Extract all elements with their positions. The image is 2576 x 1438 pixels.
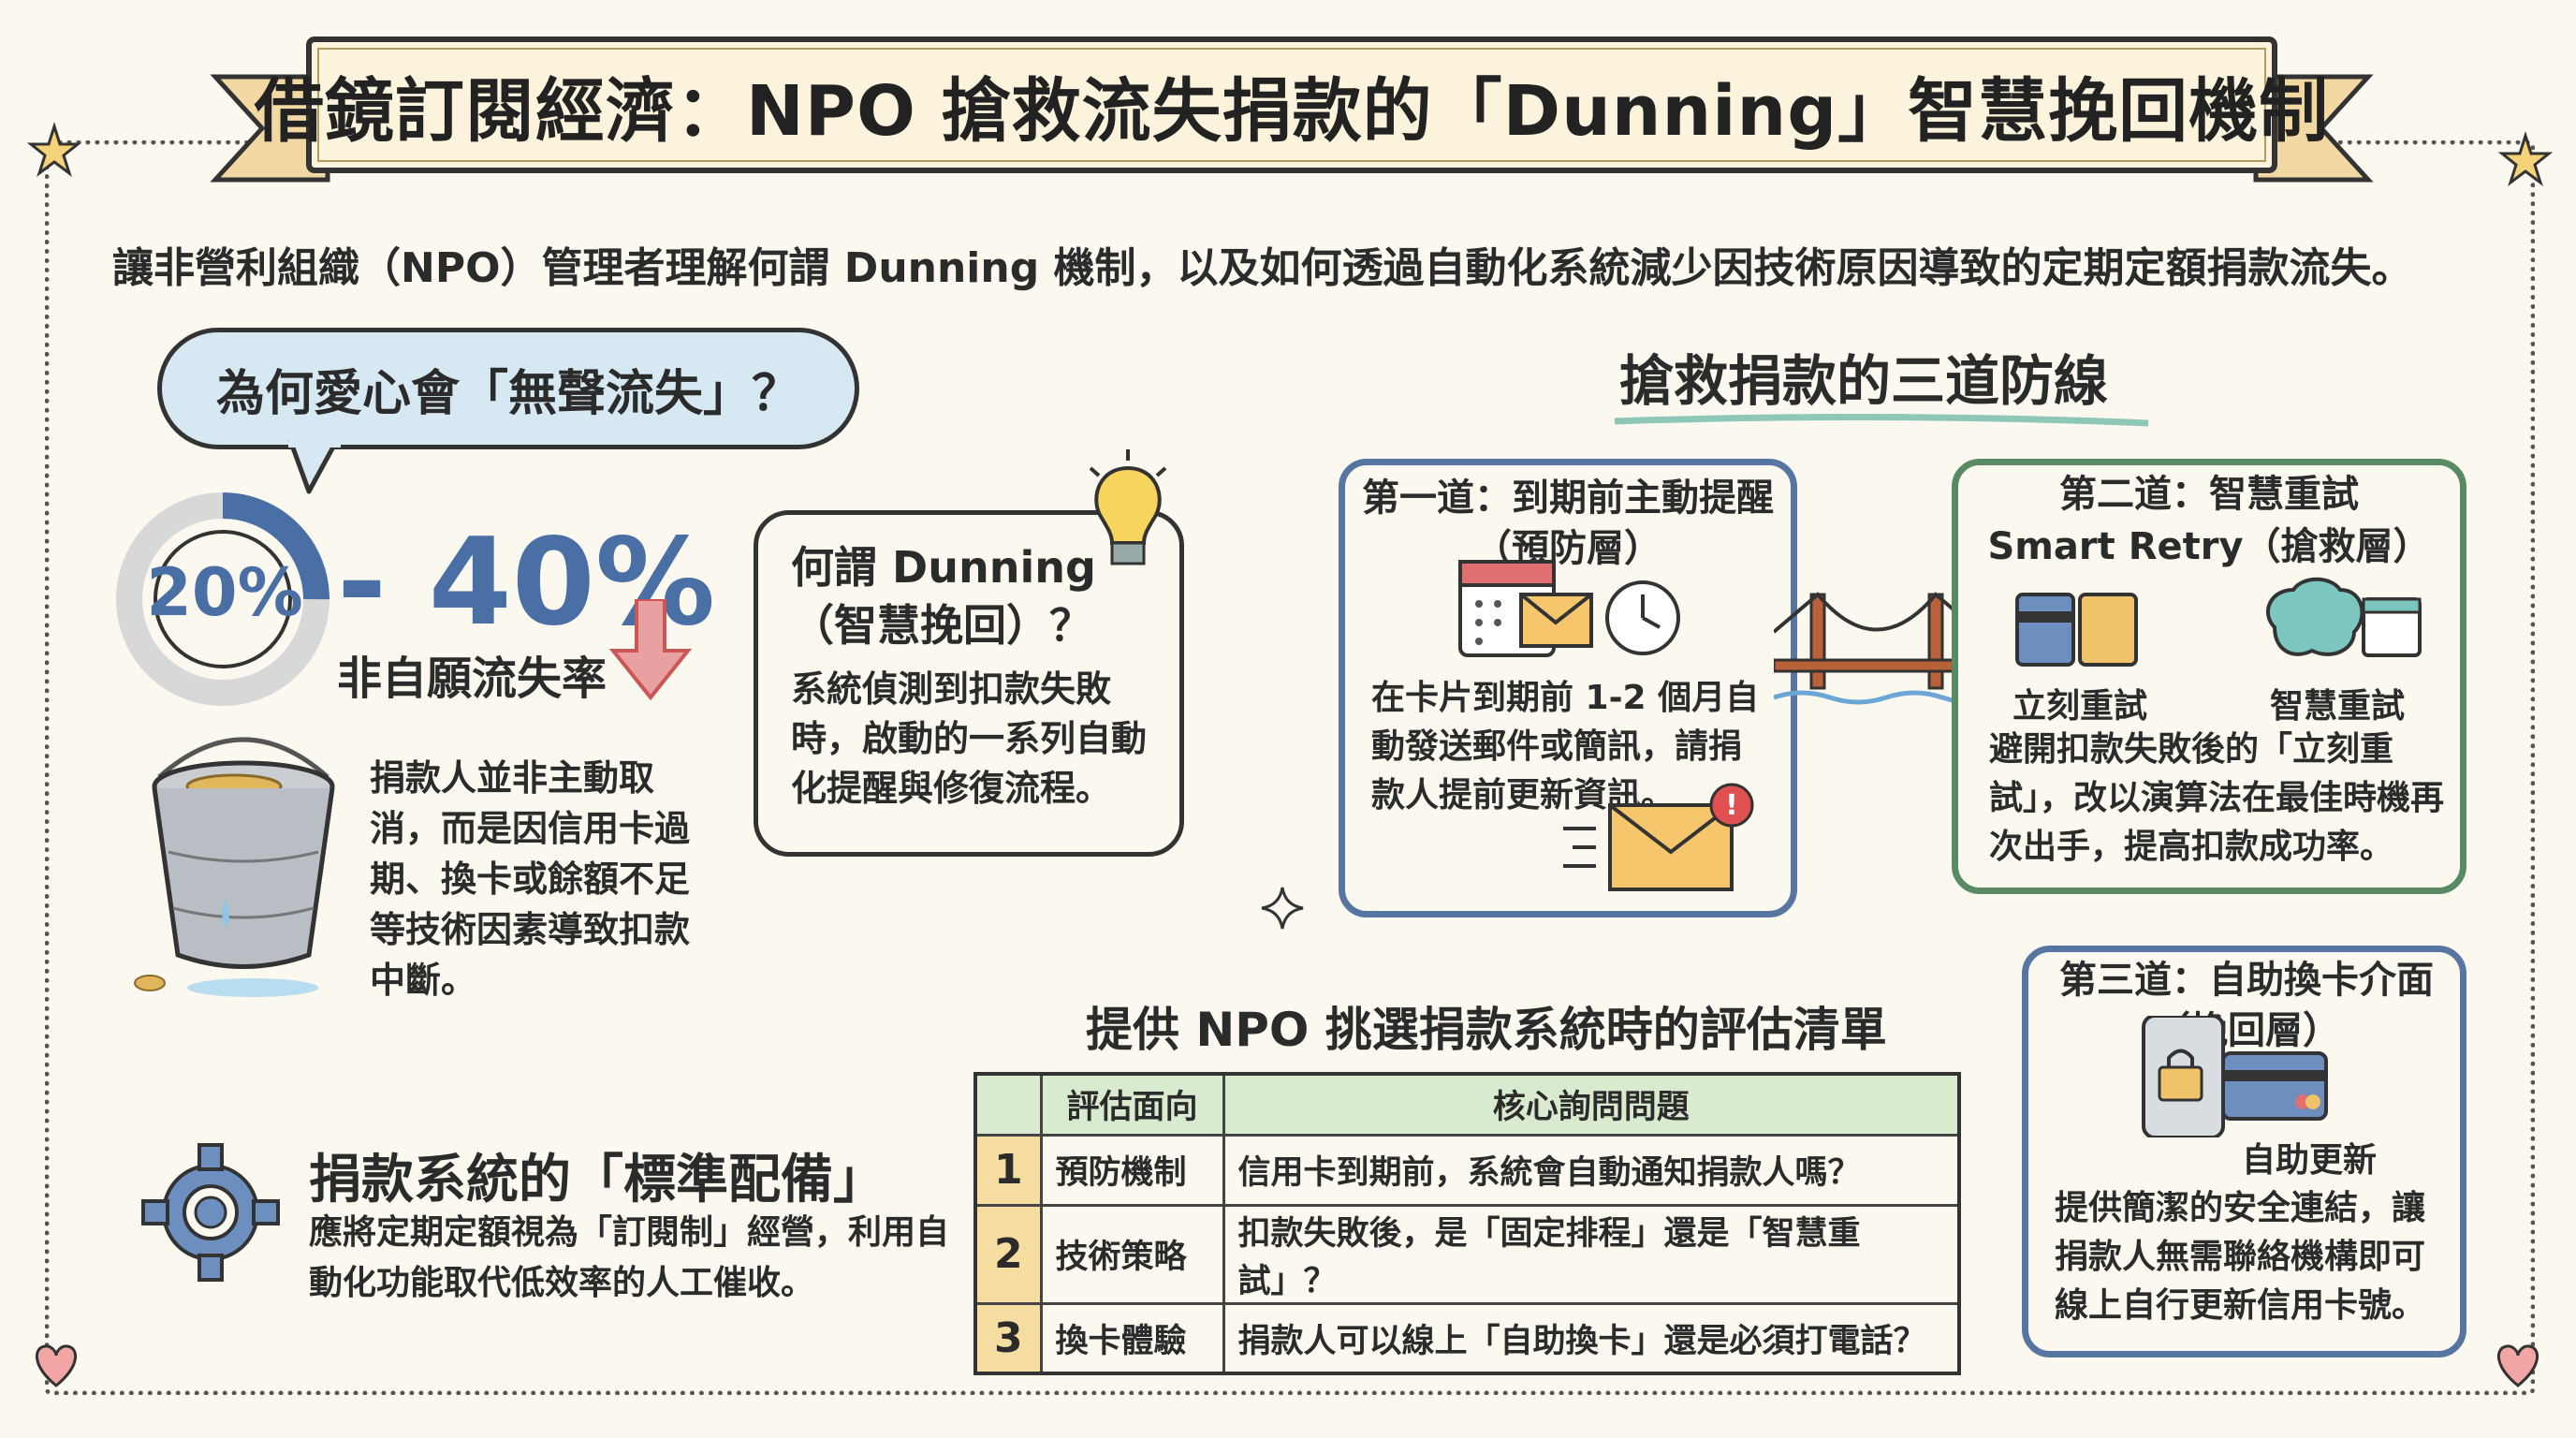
down-arrow-icon — [608, 599, 693, 701]
table-header-row: 評估面向 核心詢問問題 — [973, 1072, 1961, 1137]
table-header-question: 核心詢問問題 — [1222, 1072, 1961, 1137]
dunning-body: 系統偵測到扣款失敗時，啟動的一系列自動化提醒與修復流程。 — [791, 668, 1148, 810]
card3-body: 提供簡潔的安全連結，讓捐款人無需聯絡機構即可線上自行更新信用卡號。 — [2055, 1189, 2426, 1326]
table-header-aspect: 評估面向 — [1039, 1072, 1225, 1137]
defense-card-2 — [1952, 459, 2466, 894]
row-question: 扣款失敗後，是「固定排程」還是「智慧重試」？ — [1222, 1203, 1961, 1305]
card2-title: 第二道：智慧重試 Smart Retry（搶救層） — [1970, 468, 2448, 573]
churn-rate-label: 非自願流失率 — [337, 653, 607, 705]
row-aspect: 換卡體驗 — [1039, 1301, 1225, 1375]
row-question: 捐款人可以線上「自助換卡」還是必須打電話？ — [1222, 1301, 1961, 1375]
table-row: 3 換卡體驗 捐款人可以線上「自助換卡」還是必須打電話？ — [973, 1301, 1961, 1375]
checklist-title: 提供 NPO 挑選捐款系統時的評估清單 — [1086, 1003, 1887, 1057]
why-title: 為何愛心會「無聲流失」？ — [215, 365, 800, 422]
card2-body: 避開扣款失敗後的「立刻重試」，改以演算法在最佳時機再次出手，提高扣款成功率。 — [1989, 730, 2445, 867]
evaluation-checklist-table: 評估面向 核心詢問問題 1 預防機制 信用卡到期前，系統會自動通知捐款人嗎？ 2… — [973, 1072, 1961, 1375]
card3-title-line1: 第三道：自助換卡介面 — [2059, 959, 2434, 1002]
immediate-retry-label: 立刻重試 — [2012, 687, 2148, 726]
gear-icon — [141, 1143, 280, 1282]
brain-calendar-icon — [2265, 577, 2422, 657]
why-speech-bubble: 為何愛心會「無聲流失」？ — [157, 328, 859, 449]
card2-title-line1: 第二道：智慧重試 — [2059, 473, 2359, 516]
table-row: 2 技術策略 扣款失敗後，是「固定排程」還是「智慧重試」？ — [973, 1203, 1961, 1305]
bridge-icon — [1774, 592, 1980, 705]
row-number: 1 — [973, 1133, 1043, 1207]
dunning-title: 何謂 Dunning（智慧挽回）？ — [791, 542, 1096, 652]
heart-icon — [2496, 1344, 2539, 1387]
defense-lines-title: 搶救捐款的三道防線 — [1619, 349, 2109, 413]
sparkle-icon — [1261, 887, 1304, 930]
heart-icon — [35, 1344, 78, 1387]
card1-title-line1: 第一道：到期前主動提醒 — [1362, 477, 1774, 520]
star-icon — [2497, 131, 2554, 187]
row-aspect: 預防機制 — [1039, 1133, 1225, 1207]
leaking-bucket-icon — [134, 737, 335, 997]
row-aspect: 技術策略 — [1039, 1203, 1225, 1305]
svg-text:!: ! — [1725, 789, 1738, 822]
table-row: 1 預防機制 信用卡到期前，系統會自動通知捐款人嗎？ — [973, 1133, 1961, 1207]
page-title: 借鏡訂閱經濟：NPO 搶救流失捐款的「Dunning」智慧挽回機制 — [254, 70, 2330, 152]
row-question: 信用卡到期前，系統會自動通知捐款人嗎？ — [1222, 1133, 1961, 1207]
card1-title: 第一道：到期前主動提醒 （預防層） — [1362, 473, 1774, 574]
smart-retry-label: 智慧重試 — [2270, 687, 2406, 726]
row-number: 2 — [973, 1203, 1043, 1305]
churn-ring-chart — [116, 492, 329, 706]
row-number: 3 — [973, 1301, 1043, 1375]
table-header-num — [973, 1072, 1043, 1137]
defense-card-3 — [2022, 946, 2466, 1357]
standard-equipment-title: 捐款系統的「標準配備」 — [309, 1150, 886, 1211]
churn-low-percent: 20% — [146, 554, 303, 631]
calendar-mail-clock-icon — [1458, 560, 1680, 657]
dunning-definition-box — [754, 510, 1184, 857]
bubble-tail — [287, 440, 341, 494]
star-icon — [26, 122, 82, 178]
phone-lock-card-icon — [2142, 1016, 2328, 1137]
bucket-explanation: 捐款人並非主動取消，而是因信用卡過期、換卡或餘額不足等技術因素導致扣款中斷。 — [370, 757, 691, 1001]
self-update-label: 自助更新 — [2242, 1141, 2378, 1180]
credit-cards-icon — [2015, 593, 2138, 667]
lightbulb-icon — [1089, 449, 1167, 565]
title-banner — [210, 37, 2374, 183]
card2-title-line2: Smart Retry（搶救層） — [1987, 525, 2431, 568]
title-underline — [1614, 413, 2149, 427]
page-subtitle: 讓非營利組織（NPO）管理者理解何謂 Dunning 機制，以及如何透過自動化系… — [112, 244, 2413, 292]
standard-equipment-body: 應將定期定額視為「訂閱制」經營，利用自動化功能取代低效率的人工催收。 — [309, 1213, 950, 1302]
alert-mail-icon: ! — [1563, 783, 1754, 891]
